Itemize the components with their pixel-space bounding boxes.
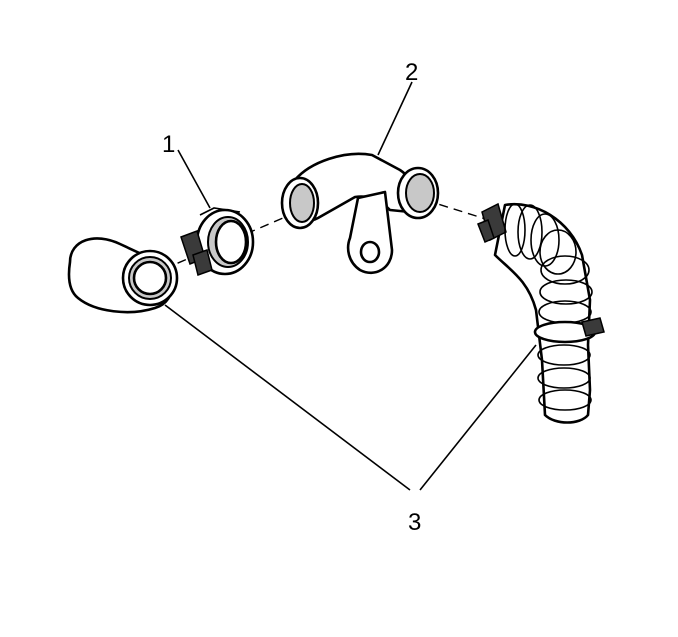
metal-pipe-with-bracket [280,152,440,275]
hose-clamp [180,207,255,276]
callout-3: 3 [408,509,421,536]
callout-2: 2 [405,59,418,86]
leader-line-3-right [419,344,537,491]
leader-line-3-left [164,304,411,491]
left-rubber-hose [67,237,179,314]
leader-line-2 [377,81,413,156]
callout-1: 1 [162,131,175,158]
right-corrugated-hose [477,202,605,424]
leader-line-1 [177,149,211,209]
